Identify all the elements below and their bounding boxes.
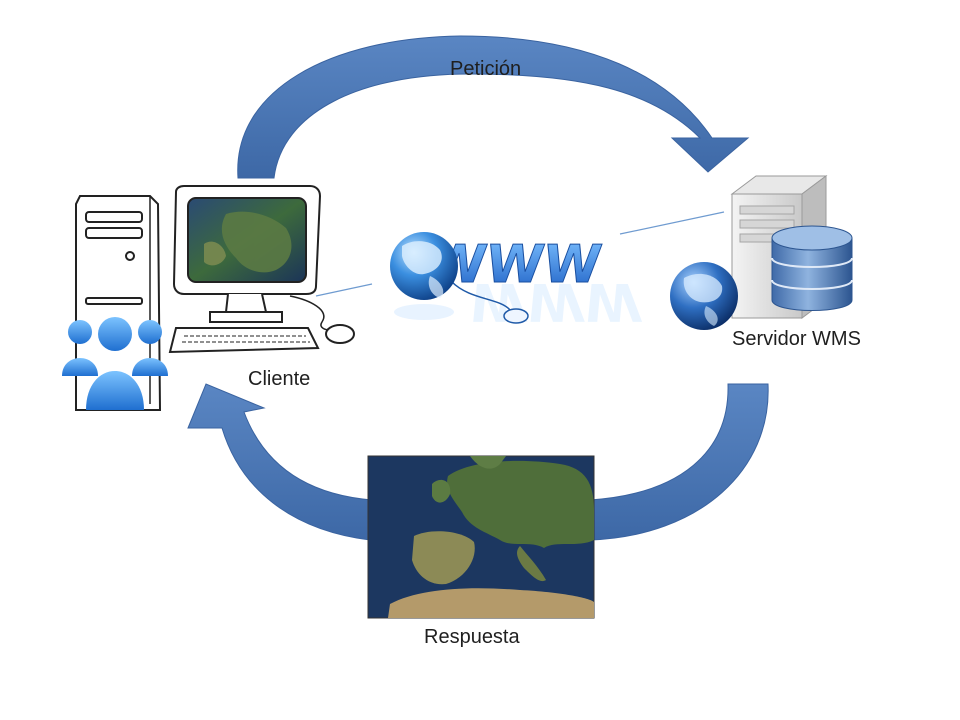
client-connector-line: [315, 283, 373, 297]
server-globe-icon: [670, 262, 738, 330]
users-icon: [62, 317, 168, 410]
request-label: Petición: [450, 58, 522, 80]
response-label: Respuesta: [424, 626, 520, 648]
client-label: Cliente: [248, 368, 311, 390]
www-text: WWW: [425, 235, 605, 295]
response-arrow: [187, 383, 769, 541]
client-screen-map: [204, 211, 292, 273]
request-arrow: [237, 35, 750, 179]
www-logo-icon: WWW WWW: [424, 235, 645, 331]
server-connector-line: [619, 211, 725, 235]
map-image: [367, 455, 595, 619]
database-icon: [771, 225, 853, 311]
server-label: Servidor WMS: [732, 328, 861, 350]
globe-icon: [390, 232, 458, 320]
client-computer-icon: [75, 185, 355, 411]
